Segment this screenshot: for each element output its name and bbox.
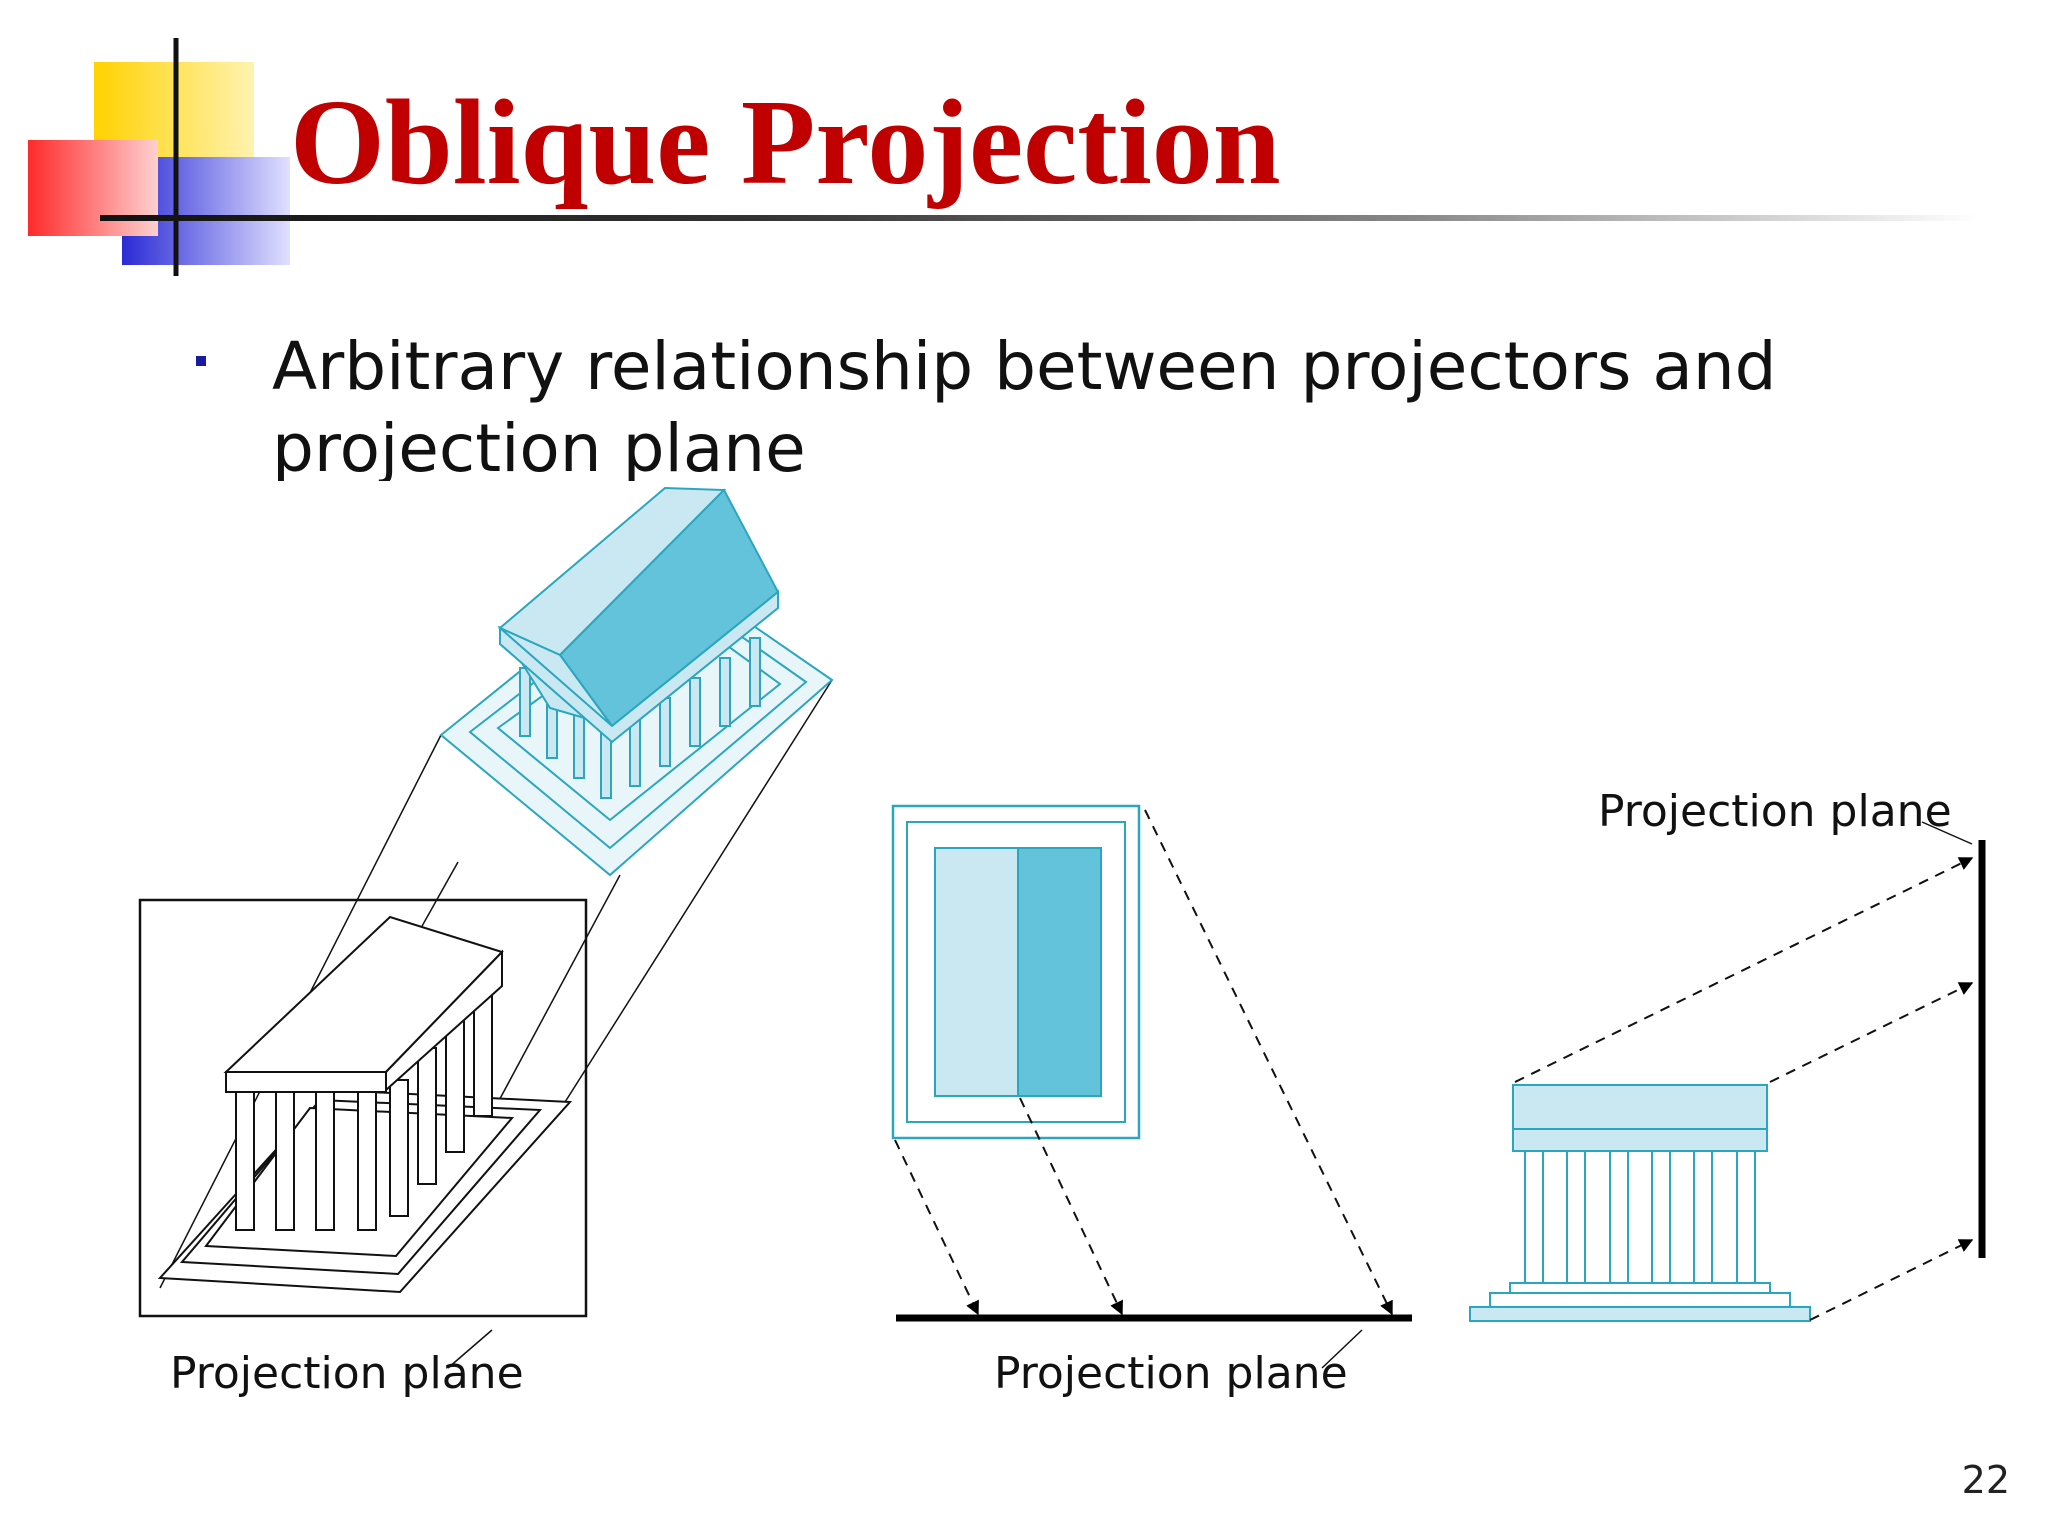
slide-title: Oblique Projection — [290, 75, 1281, 210]
bullet-text: Arbitrary relationship between projector… — [272, 328, 1777, 481]
left-view: Projection plane — [138, 486, 834, 1399]
cyan-temple — [439, 486, 834, 877]
middle-label-leader — [1321, 1329, 1363, 1369]
cyan-entablature — [499, 589, 779, 744]
right-columns — [1524, 1150, 1756, 1284]
middle-view: Projection plane — [891, 804, 1412, 1399]
bw-entablature — [225, 1071, 387, 1093]
right-roof — [1512, 1084, 1768, 1130]
left-label-leader — [447, 1329, 493, 1369]
cyan-columns — [519, 637, 761, 799]
right-projector-arrows — [1514, 857, 1974, 1321]
mid-projector-arrows — [894, 809, 1393, 1316]
right-step-2 — [1489, 1292, 1791, 1308]
right-step-3 — [1469, 1306, 1811, 1322]
middle-projection-plane-label: Projection plane — [994, 1348, 1348, 1399]
right-temple — [1469, 1084, 1811, 1322]
mid-light-half — [934, 847, 1019, 1097]
bw-temple — [157, 915, 573, 1294]
left-projection-plane-label: Projection plane — [170, 1348, 524, 1399]
mid-inner-rect — [906, 821, 1126, 1123]
right-entablature — [1512, 1128, 1768, 1152]
right-label-leader — [1921, 821, 1973, 845]
title-rule — [100, 215, 1980, 221]
right-view: Projection plane — [1469, 786, 1986, 1322]
right-projection-plane-label: Projection plane — [1598, 786, 1952, 837]
mid-dark-half — [1017, 847, 1102, 1097]
bullet-marker — [196, 356, 206, 366]
page-number: 22 — [1961, 1458, 2010, 1502]
bw-columns — [235, 985, 493, 1231]
right-step-1 — [1509, 1282, 1771, 1294]
left-projection-plane — [138, 898, 588, 1318]
